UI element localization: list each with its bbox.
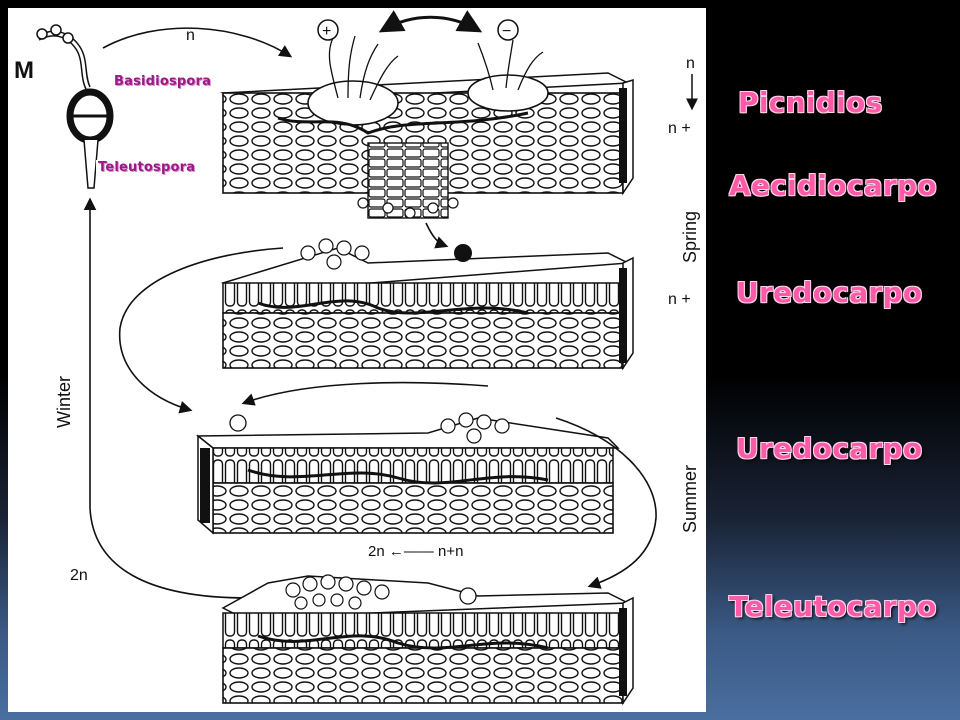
arrow-mating-exchange [378, 10, 483, 33]
season-spring: Spring [680, 211, 700, 263]
label-aecidiocarpo: Aecidiocarpo [729, 169, 937, 202]
label-uredocarpo-summer: Uredocarpo [736, 432, 923, 465]
label-picnidios: Picnidios [738, 86, 883, 119]
season-winter: Winter [54, 376, 74, 428]
right-label-nplus-2: n + [668, 291, 691, 308]
label-uredocarpo-spring: Uredocarpo [736, 276, 923, 309]
right-label-nplus-1: n + [668, 120, 691, 137]
plus-sign: + [322, 23, 331, 40]
basidium-illustration [36, 24, 114, 189]
marker-letter: M [14, 57, 34, 84]
minus-sign: − [502, 23, 511, 40]
arrow-label-2n: 2n [70, 567, 88, 584]
arrow-label-n-top: n [186, 27, 195, 44]
arrow-spring-to-summer [118, 247, 284, 414]
leaf-section-uredia-spring [220, 238, 634, 371]
arrow-winter-return [83, 197, 249, 599]
arrow-basidiospore-to-pycnidia [102, 27, 293, 58]
label-teleutocarpo: Teleutocarpo [729, 590, 937, 623]
ploidy-transition-label: 2n ←—— n+n [368, 543, 463, 560]
arrow-summer-to-telia [555, 417, 657, 589]
leaf-section-telia [221, 574, 634, 706]
leaf-section-pycnidia-aecidia [220, 35, 634, 219]
annotation-basidiospora: Basidiospora [112, 74, 214, 89]
season-summer: Summer [680, 465, 700, 533]
arrow-summer-reinfection [241, 381, 489, 406]
right-label-n: n [686, 55, 695, 72]
leaf-section-uredia-summer [195, 412, 620, 535]
annotation-teleutospora: Teleutospora [96, 160, 198, 175]
arrow-aecidia-to-uredia [425, 222, 449, 249]
diagram-panel: M n 2n Winter [8, 8, 706, 712]
rust-life-cycle-diagram: M n 2n Winter [14, 10, 700, 706]
